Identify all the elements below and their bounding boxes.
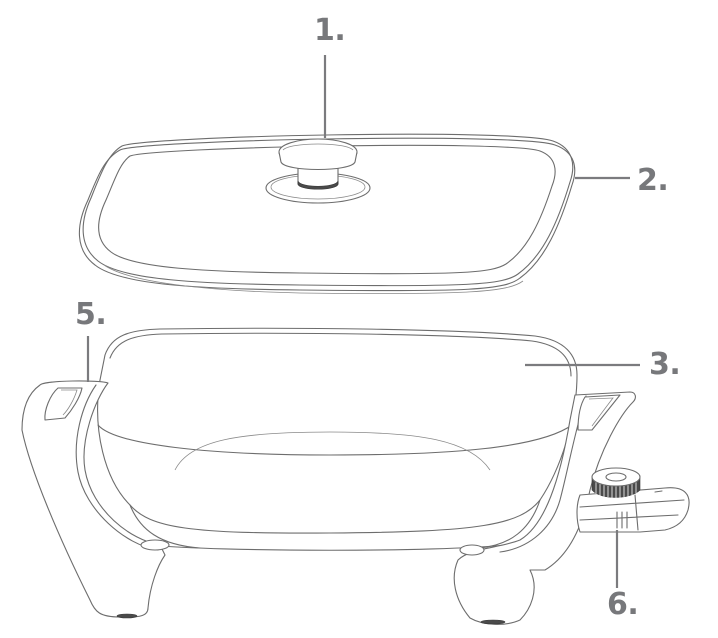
callout-5-handle: 5. [75,297,107,332]
right-handle [453,391,636,625]
callout-6-temperature-probe: 6. [607,587,639,622]
left-handle [21,380,170,619]
lid [78,133,576,294]
temperature-probe [576,467,690,533]
callout-3-cooking-pan: 3. [649,347,681,382]
lid-knob [265,138,371,204]
dial-knurl [595,480,637,498]
pan [97,327,578,551]
callout-2-glass-lid: 2. [637,163,669,198]
callout-1-lid-knob: 1. [314,13,346,48]
